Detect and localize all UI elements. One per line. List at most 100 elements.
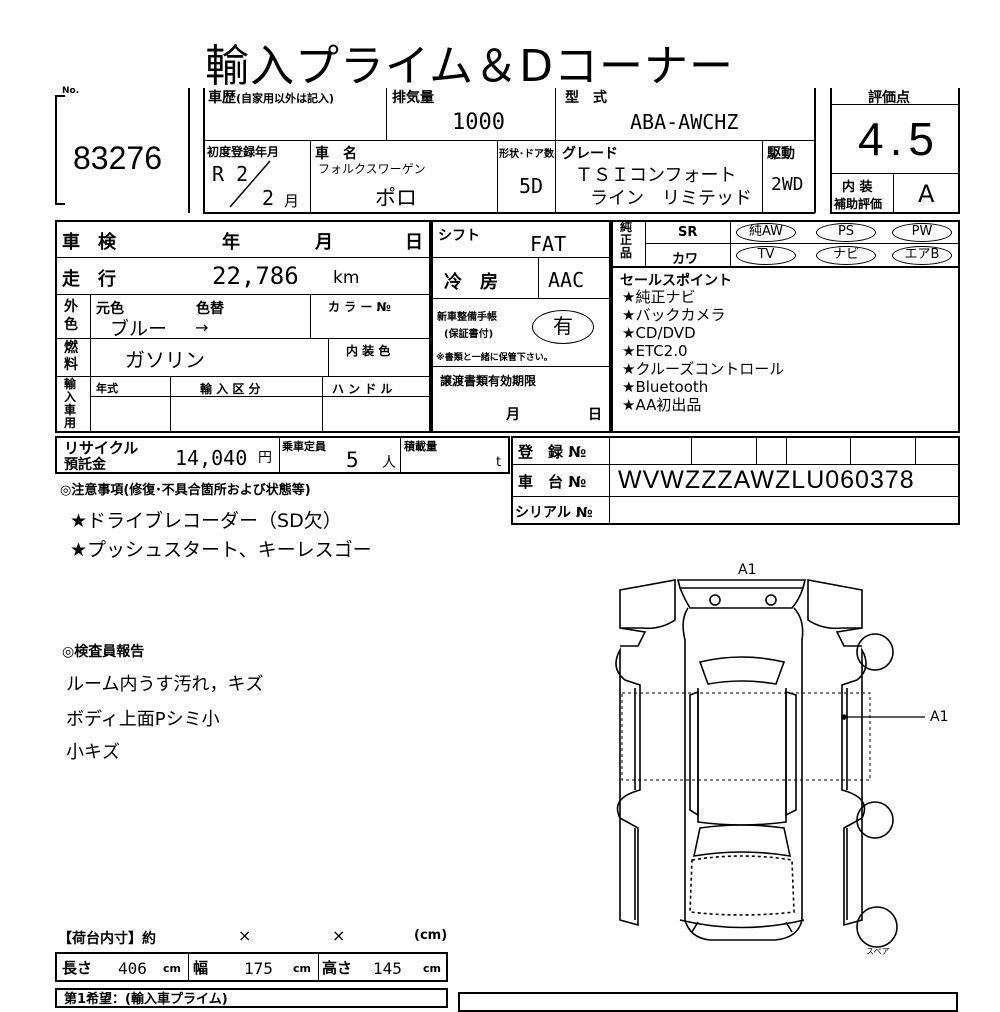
sales-point-item: ★AA初出品 <box>622 396 702 414</box>
mileage-value: 22,786 <box>212 262 299 290</box>
chassis-value: WVWZZZAWZLU060378 <box>618 466 915 494</box>
registration-label: 登 録 № <box>518 443 587 461</box>
car-damage-diagram <box>615 579 925 948</box>
first-reg-month-unit: 月 <box>284 192 300 210</box>
car-name: ポロ <box>375 186 417 210</box>
model-value: ABA-AWCHZ <box>630 110 739 134</box>
width-unit: cm <box>293 962 311 975</box>
sales-point-item: ★CD/DVD <box>622 324 696 342</box>
inspection-year: 年 <box>222 232 240 253</box>
recycle-label-1: リサイクル <box>64 439 139 457</box>
interior-color-label: 内 装 色 <box>346 344 391 358</box>
color-orig-label: 元色 <box>96 301 124 317</box>
note-item: ★プッシュスタート、キーレスゴー <box>70 539 372 561</box>
recycle-label-2: 預託金 <box>64 457 106 473</box>
import-type-label: 輸 入 区 分 <box>200 382 261 396</box>
transfer-day: 日 <box>588 407 602 423</box>
inspector-label: ◎検査員報告 <box>62 644 145 660</box>
inspection-label: 車 検 <box>62 232 116 253</box>
displacement-value: 1000 <box>452 110 505 135</box>
inspection-month: 月 <box>315 232 333 253</box>
mileage-label: 走 行 <box>62 269 116 290</box>
lot-number: 83276 <box>73 140 162 176</box>
score-label: 評価点 <box>868 90 910 106</box>
load-label: 積載量 <box>404 440 437 453</box>
page-title: 輸入プライム＆Dコーナー <box>205 41 734 92</box>
inspector-item: ルーム内うす汚れ，キズ <box>66 674 264 695</box>
first-reg-month: 2 <box>262 186 275 210</box>
sales-point-item: ★バックカメラ <box>622 306 726 324</box>
cargo-unit: (cm) <box>414 928 448 943</box>
color-change-label: 色替 <box>196 301 224 317</box>
mileage-unit: km <box>333 268 360 288</box>
chassis-label: 車 台 № <box>518 473 587 491</box>
diagram-mark-top: A1 <box>738 562 757 578</box>
doors-value: 5D <box>519 174 544 198</box>
length-value: 406 <box>118 959 147 978</box>
grade-line1: ＴＳＩコンフォート <box>575 165 737 186</box>
manual-label-1: 新車整備手帳 <box>437 312 497 323</box>
sales-point-item: ★純正ナビ <box>622 288 696 306</box>
first-reg-label: 初度登録年月 <box>207 145 280 159</box>
fuel-value: ガソリン <box>125 348 205 372</box>
import-year-label: 年式 <box>96 382 118 395</box>
length-label: 長さ <box>62 959 93 977</box>
height-unit: cm <box>423 962 441 975</box>
drive-value: 2WD <box>771 174 804 195</box>
manual-note: ※書類と一緒に保管下さい。 <box>436 353 553 363</box>
load-unit: t <box>496 455 502 470</box>
car-name-label: 車 名 <box>315 146 357 162</box>
equipment-airbag: エアB <box>892 246 952 265</box>
drive-label: 駆動 <box>767 146 795 162</box>
capacity-label: 乗車定員 <box>282 440 326 453</box>
first-reg-era: R 2 <box>212 162 249 186</box>
recycle-value: 14,040 <box>175 446 248 470</box>
doors-label: 形状･ドア数 <box>499 149 554 160</box>
import-handle-label: ハ ン ド ル <box>332 382 393 396</box>
color-value: ブルー <box>110 318 168 340</box>
sales-points-list: ★純正ナビ ★バックカメラ ★CD/DVD ★ETC2.0 ★クルーズコントロー… <box>622 288 784 414</box>
width-label: 幅 <box>193 959 209 977</box>
inspector-item: 小キズ <box>66 742 120 763</box>
capacity-value: 5 <box>346 448 359 472</box>
grade-line2: ライン リミテッド <box>590 188 752 209</box>
equipment-side-label: 純正品 <box>620 220 633 260</box>
height-value: 145 <box>373 959 402 978</box>
serial-label: シリアル № <box>515 505 593 521</box>
shift-value: FAT <box>530 232 567 256</box>
equipment-alloy-wheel: 純AW <box>736 223 796 242</box>
cargo-x1: × <box>238 926 252 945</box>
lot-label: No. <box>62 86 80 96</box>
equipment-tv: TV <box>736 246 796 265</box>
aircon-label: 冷 房 <box>444 272 498 293</box>
interior-label-2: 補助評価 <box>834 197 883 211</box>
shift-label: シフト <box>438 228 480 244</box>
color-arrow: → <box>195 318 209 337</box>
capacity-unit: 人 <box>382 455 396 471</box>
equipment-sr: SR <box>678 225 698 240</box>
slash-divider <box>229 160 271 208</box>
transfer-label: 譲渡書類有効期限 <box>440 374 537 388</box>
grade-label: グレード <box>562 146 618 162</box>
import-side-label: 輸入車用 <box>64 377 77 430</box>
color-side-label: 外色 <box>64 299 78 333</box>
inspector-item: ボディ上面Pシミ小 <box>66 709 220 730</box>
recycle-unit: 円 <box>258 450 272 466</box>
history-label: 車歴(自家用以外は記入) <box>208 90 335 106</box>
transfer-month: 月 <box>506 407 520 423</box>
fuel-side-label: 燃料 <box>64 340 78 373</box>
inspection-day: 日 <box>405 232 423 253</box>
aircon-value: AAC <box>548 268 585 292</box>
equipment-navi: ナビ <box>816 246 876 265</box>
interior-value: A <box>918 180 935 208</box>
sales-point-item: ★クルーズコントロール <box>622 360 785 378</box>
sales-point-item: ★ETC2.0 <box>622 342 688 360</box>
height-label: 高さ <box>322 959 353 977</box>
score-value: 4.5 <box>858 113 940 165</box>
manual-value: 有 <box>532 310 594 344</box>
cargo-x2: × <box>332 926 346 945</box>
note-item: ★ドライブレコーダー（SD欠） <box>70 510 342 532</box>
notes-label: ◎注意事項(修復･不具合箇所および状態等) <box>60 483 311 498</box>
interior-label-1: 内 装 <box>842 180 873 195</box>
equipment-leather: カワ <box>672 252 699 267</box>
